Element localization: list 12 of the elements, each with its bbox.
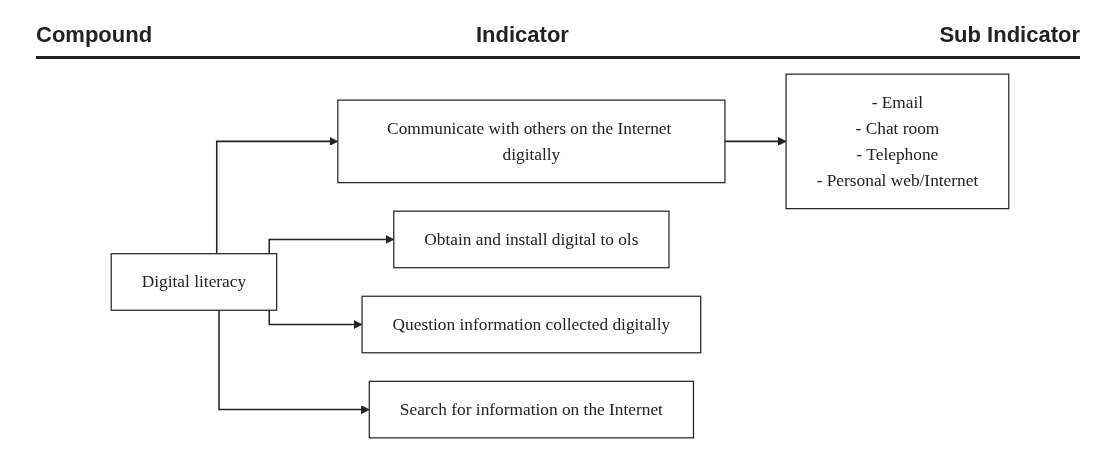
node-box: Obtain and install digital to ols [393, 210, 670, 269]
node-box: Communicate with others on the Internet digitally [337, 99, 726, 184]
node-box: - Email - Chat room - Telephone - Personal web/Internet [785, 73, 1010, 210]
column-heading: Sub Indicator [939, 22, 1080, 48]
node-box: Question information collected digitally [361, 295, 702, 354]
node-box: Digital literacy [110, 253, 278, 311]
arrow [724, 136, 787, 146]
column-heading: Indicator [476, 22, 569, 48]
arrow [218, 309, 370, 415]
node-box: Search for information on the Internet [368, 380, 695, 439]
column-heading: Compound [36, 22, 153, 48]
arrow [268, 309, 363, 329]
